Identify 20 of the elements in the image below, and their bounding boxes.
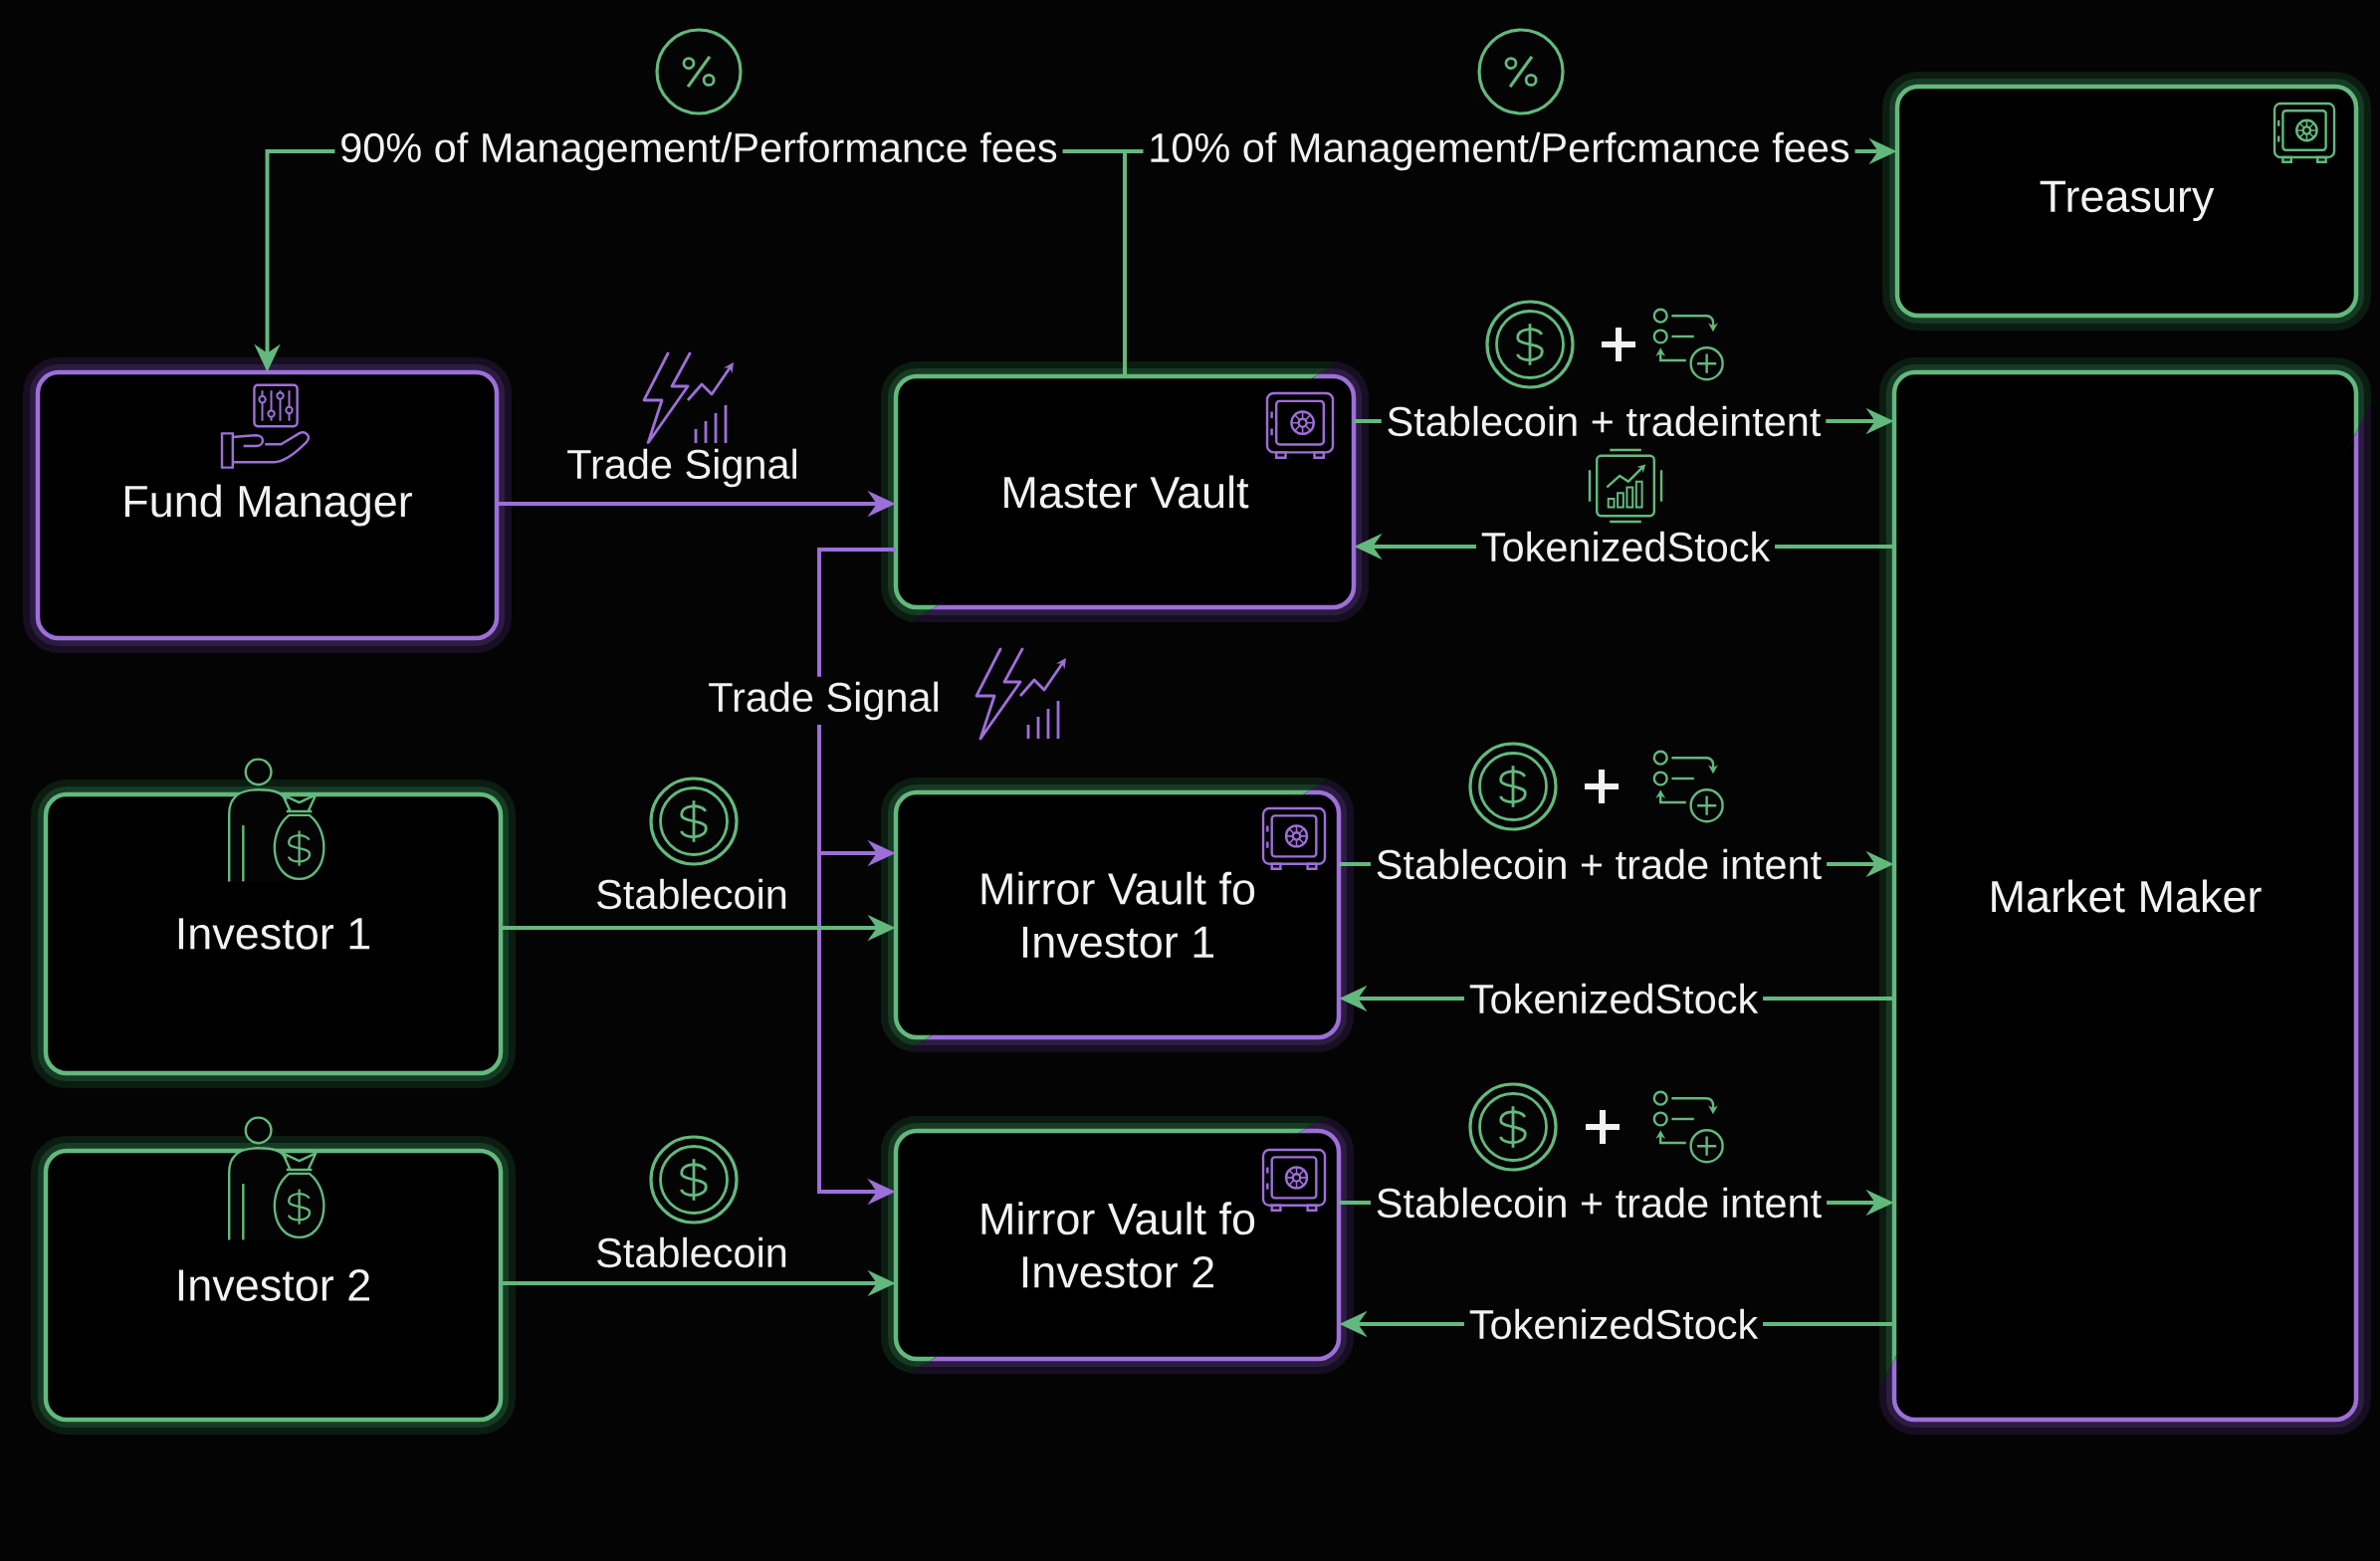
edge-label: Stablecoin [590,1231,793,1273]
edge-label: Stablecoin [590,873,793,914]
rounded-box: Fund Manager [23,357,512,653]
edge-label: Stablecoin + trade intent [1371,1182,1828,1224]
rounded-box: Mirror Vault fo Investor 2 [881,1116,1354,1374]
edge-label: Stablecoin + trade intent [1371,843,1828,884]
edge-label: TokenizedStock [1476,526,1776,566]
rounded-box: Treasury [1882,72,2372,331]
edge-label: TokenizedStock [1464,978,1764,1019]
connector-line [817,548,896,853]
rounded-box: Investor 1 [31,780,516,1088]
rounded-box: Master Vault [881,361,1369,622]
edge-label: TokenizedStock [1464,1303,1764,1344]
edge-label: Stablecoin + tradeintent [1381,400,1827,441]
edge-label: 10% of Management/Perfcmance fees [1143,126,1855,176]
edge-label: Trade Signal [561,443,804,493]
edge-label: Trade Signal [703,676,946,726]
rounded-box: Investor 2 [31,1136,516,1435]
rounded-box: Market Maker [1879,357,2372,1435]
rounded-box: Mirror Vault fo Investor 1 [881,778,1354,1052]
